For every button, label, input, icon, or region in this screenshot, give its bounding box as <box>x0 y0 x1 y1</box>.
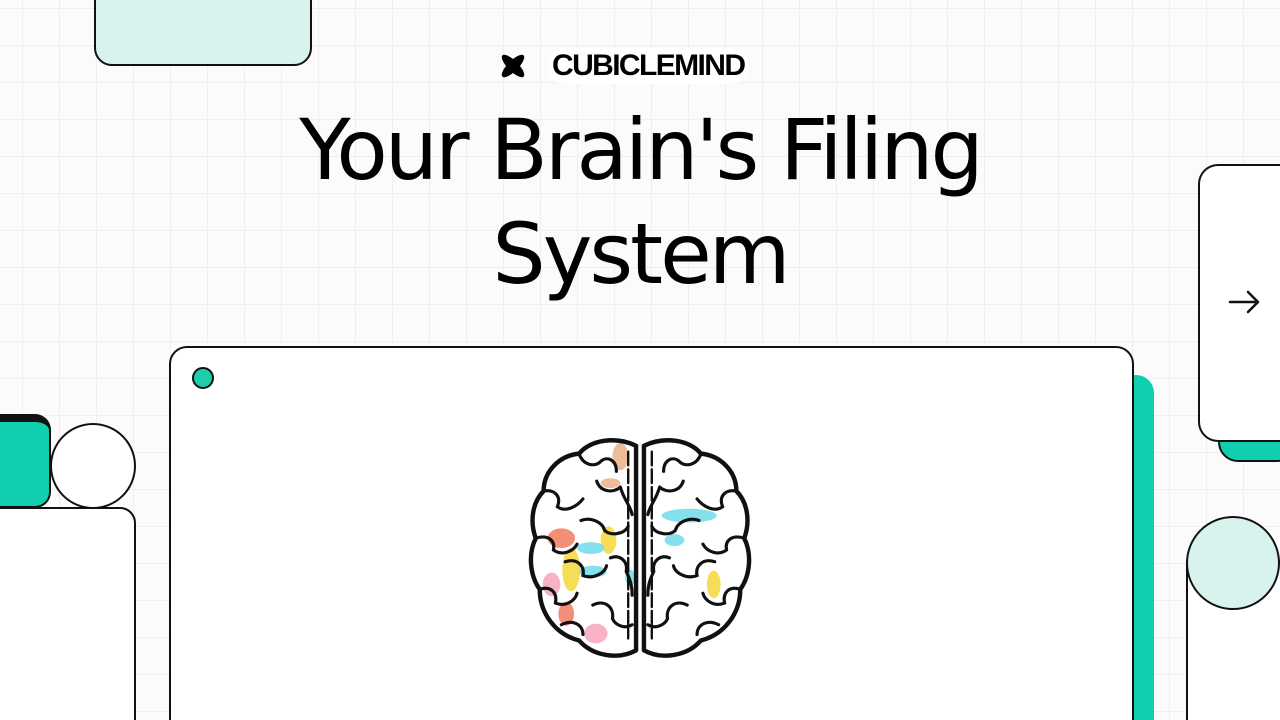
page-title: Your Brain's Filing System <box>0 98 1280 306</box>
brand-header: CUBICLEMIND <box>498 48 749 84</box>
x-petal-logo-icon <box>501 54 525 78</box>
decorative-top-card <box>94 0 312 66</box>
title-line-1: Your Brain's Filing <box>299 101 984 199</box>
brand-name: CUBICLEMIND <box>548 48 749 84</box>
status-dot <box>192 367 214 389</box>
decorative-right-circle <box>1186 516 1280 610</box>
next-slide-card[interactable] <box>1198 164 1280 442</box>
decorative-left-panel <box>0 507 136 720</box>
title-line-2: System <box>492 205 790 303</box>
brain-icon <box>528 438 752 658</box>
arrow-right-icon[interactable] <box>1228 288 1262 316</box>
decorative-left-circle <box>50 423 136 509</box>
decorative-left-tab <box>0 414 51 508</box>
